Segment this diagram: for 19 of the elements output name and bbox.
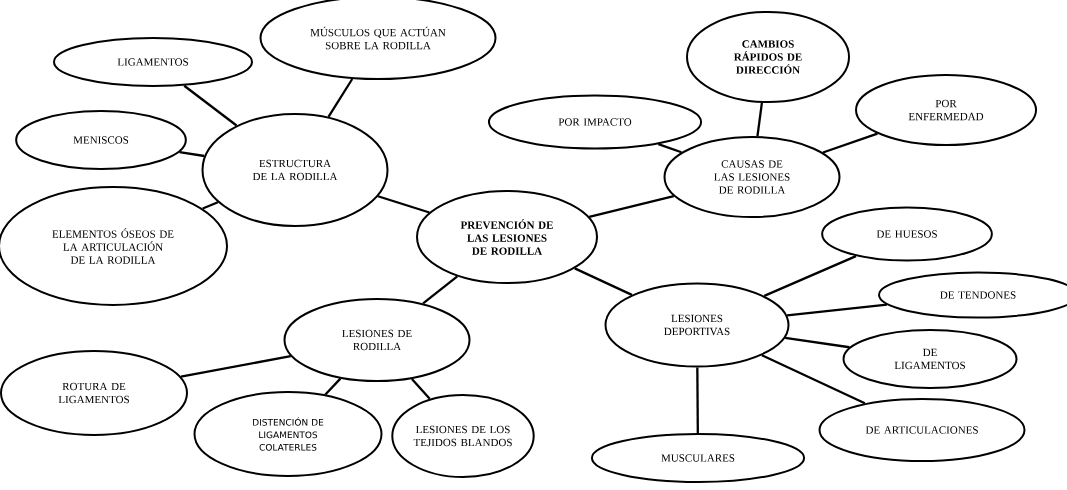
connector-line — [657, 143, 682, 154]
connector-line — [324, 377, 342, 396]
connector-line — [179, 151, 205, 158]
connector-line — [202, 201, 219, 210]
connector-line — [787, 303, 888, 317]
connector-line — [422, 275, 459, 305]
connector-line — [756, 102, 764, 137]
connector-line — [377, 195, 430, 214]
connector-line — [761, 354, 866, 405]
connector-line — [696, 367, 699, 433]
connector-line — [183, 84, 238, 127]
connector-line — [588, 195, 675, 218]
connector-line — [411, 378, 431, 400]
connector-line — [574, 267, 633, 296]
connector-line — [785, 336, 850, 349]
connector-line — [763, 255, 857, 297]
connector-line — [180, 355, 291, 378]
connector-line — [822, 132, 878, 154]
connector-line — [327, 78, 354, 118]
